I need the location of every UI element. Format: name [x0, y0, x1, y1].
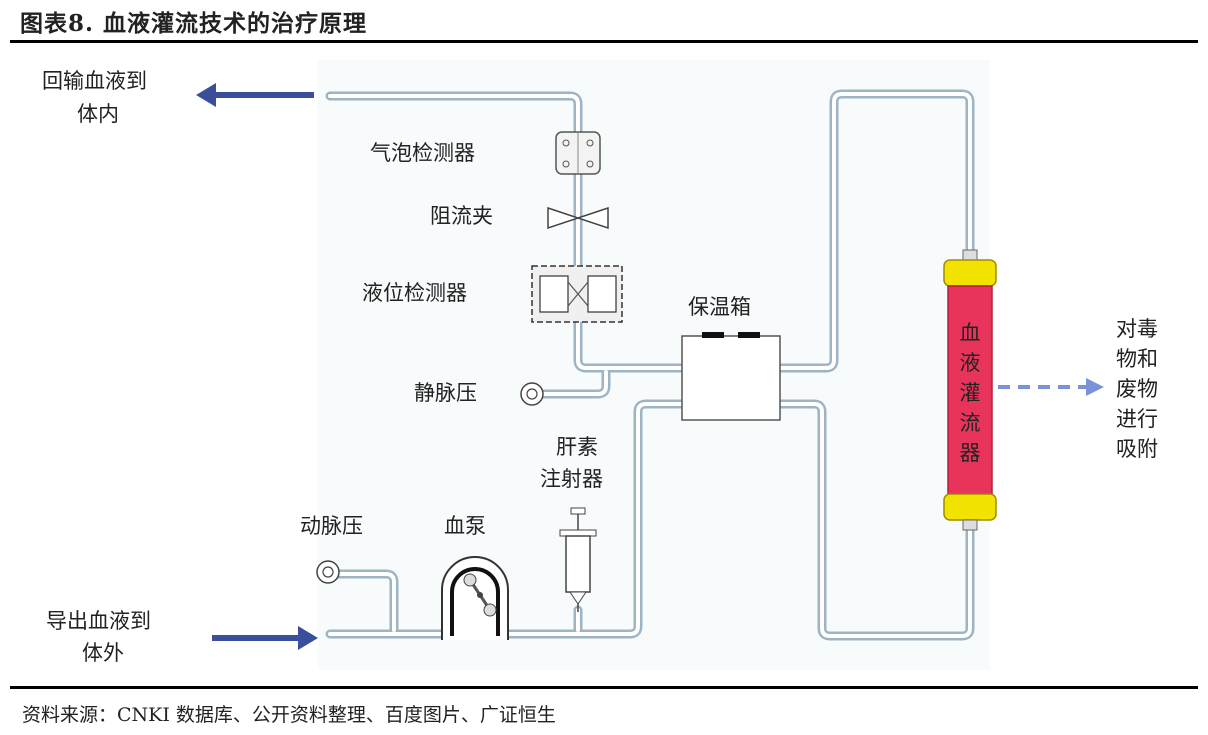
adsorb-label: 废物: [1116, 377, 1158, 401]
figure-title: 图表8. 血液灌流技术的治疗原理: [20, 10, 368, 37]
clamp-icon: [547, 206, 609, 230]
adsorb-dashed-arrow: [998, 378, 1104, 396]
venous-pressure-gauge-icon: [520, 382, 544, 406]
source-note: 资料来源：CNKI 数据库、公开资料整理、百度图片、广证恒生: [22, 704, 556, 726]
adsorb-label: 进行: [1116, 407, 1158, 431]
heparin-syringe-icon: [559, 507, 597, 612]
tubing: [325, 89, 975, 641]
bottom-rule: [10, 686, 1198, 689]
perfusor-label: 血 液 灌 流 器: [960, 321, 981, 465]
blood-pump-icon: [441, 556, 509, 640]
adsorb-label: 对毒: [1116, 317, 1158, 341]
adsorb-label: 物和: [1116, 347, 1158, 371]
top-rule: [10, 40, 1198, 43]
bubble-detector-label: 气泡检测器: [370, 141, 475, 165]
outflow-arrow: [212, 626, 318, 650]
incubator-label: 保温箱: [688, 295, 751, 319]
heparin-label: 注射器: [540, 467, 603, 491]
return-arrow: [196, 83, 314, 107]
heparin-label: 肝素: [556, 435, 598, 459]
outflow-label: 导出血液到: [46, 609, 151, 633]
venous-pressure-label: 静脉压: [414, 381, 477, 405]
clamp-label: 阻流夹: [430, 204, 493, 228]
level-detector-label: 液位检测器: [362, 281, 467, 305]
arterial-pressure-gauge-icon: [316, 560, 340, 584]
incubator-box: [681, 332, 781, 421]
perfusor-column: [943, 249, 997, 531]
perfusor-char: 血: [960, 321, 981, 345]
perfusor-char: 灌: [960, 381, 981, 405]
bubble-detector-icon: [555, 131, 601, 175]
level-detector-icon: [531, 265, 623, 323]
perfusor-char: 液: [960, 351, 981, 375]
perfusor-char: 器: [960, 441, 981, 465]
arterial-pressure-label: 动脉压: [300, 514, 363, 538]
outflow-label: 体外: [82, 641, 124, 665]
return-label: 回输血液到: [42, 69, 147, 93]
return-label: 体内: [77, 102, 119, 126]
blood-pump-label: 血泵: [444, 514, 486, 538]
perfusor-char: 流: [960, 411, 981, 435]
adsorb-label: 吸附: [1116, 437, 1158, 461]
